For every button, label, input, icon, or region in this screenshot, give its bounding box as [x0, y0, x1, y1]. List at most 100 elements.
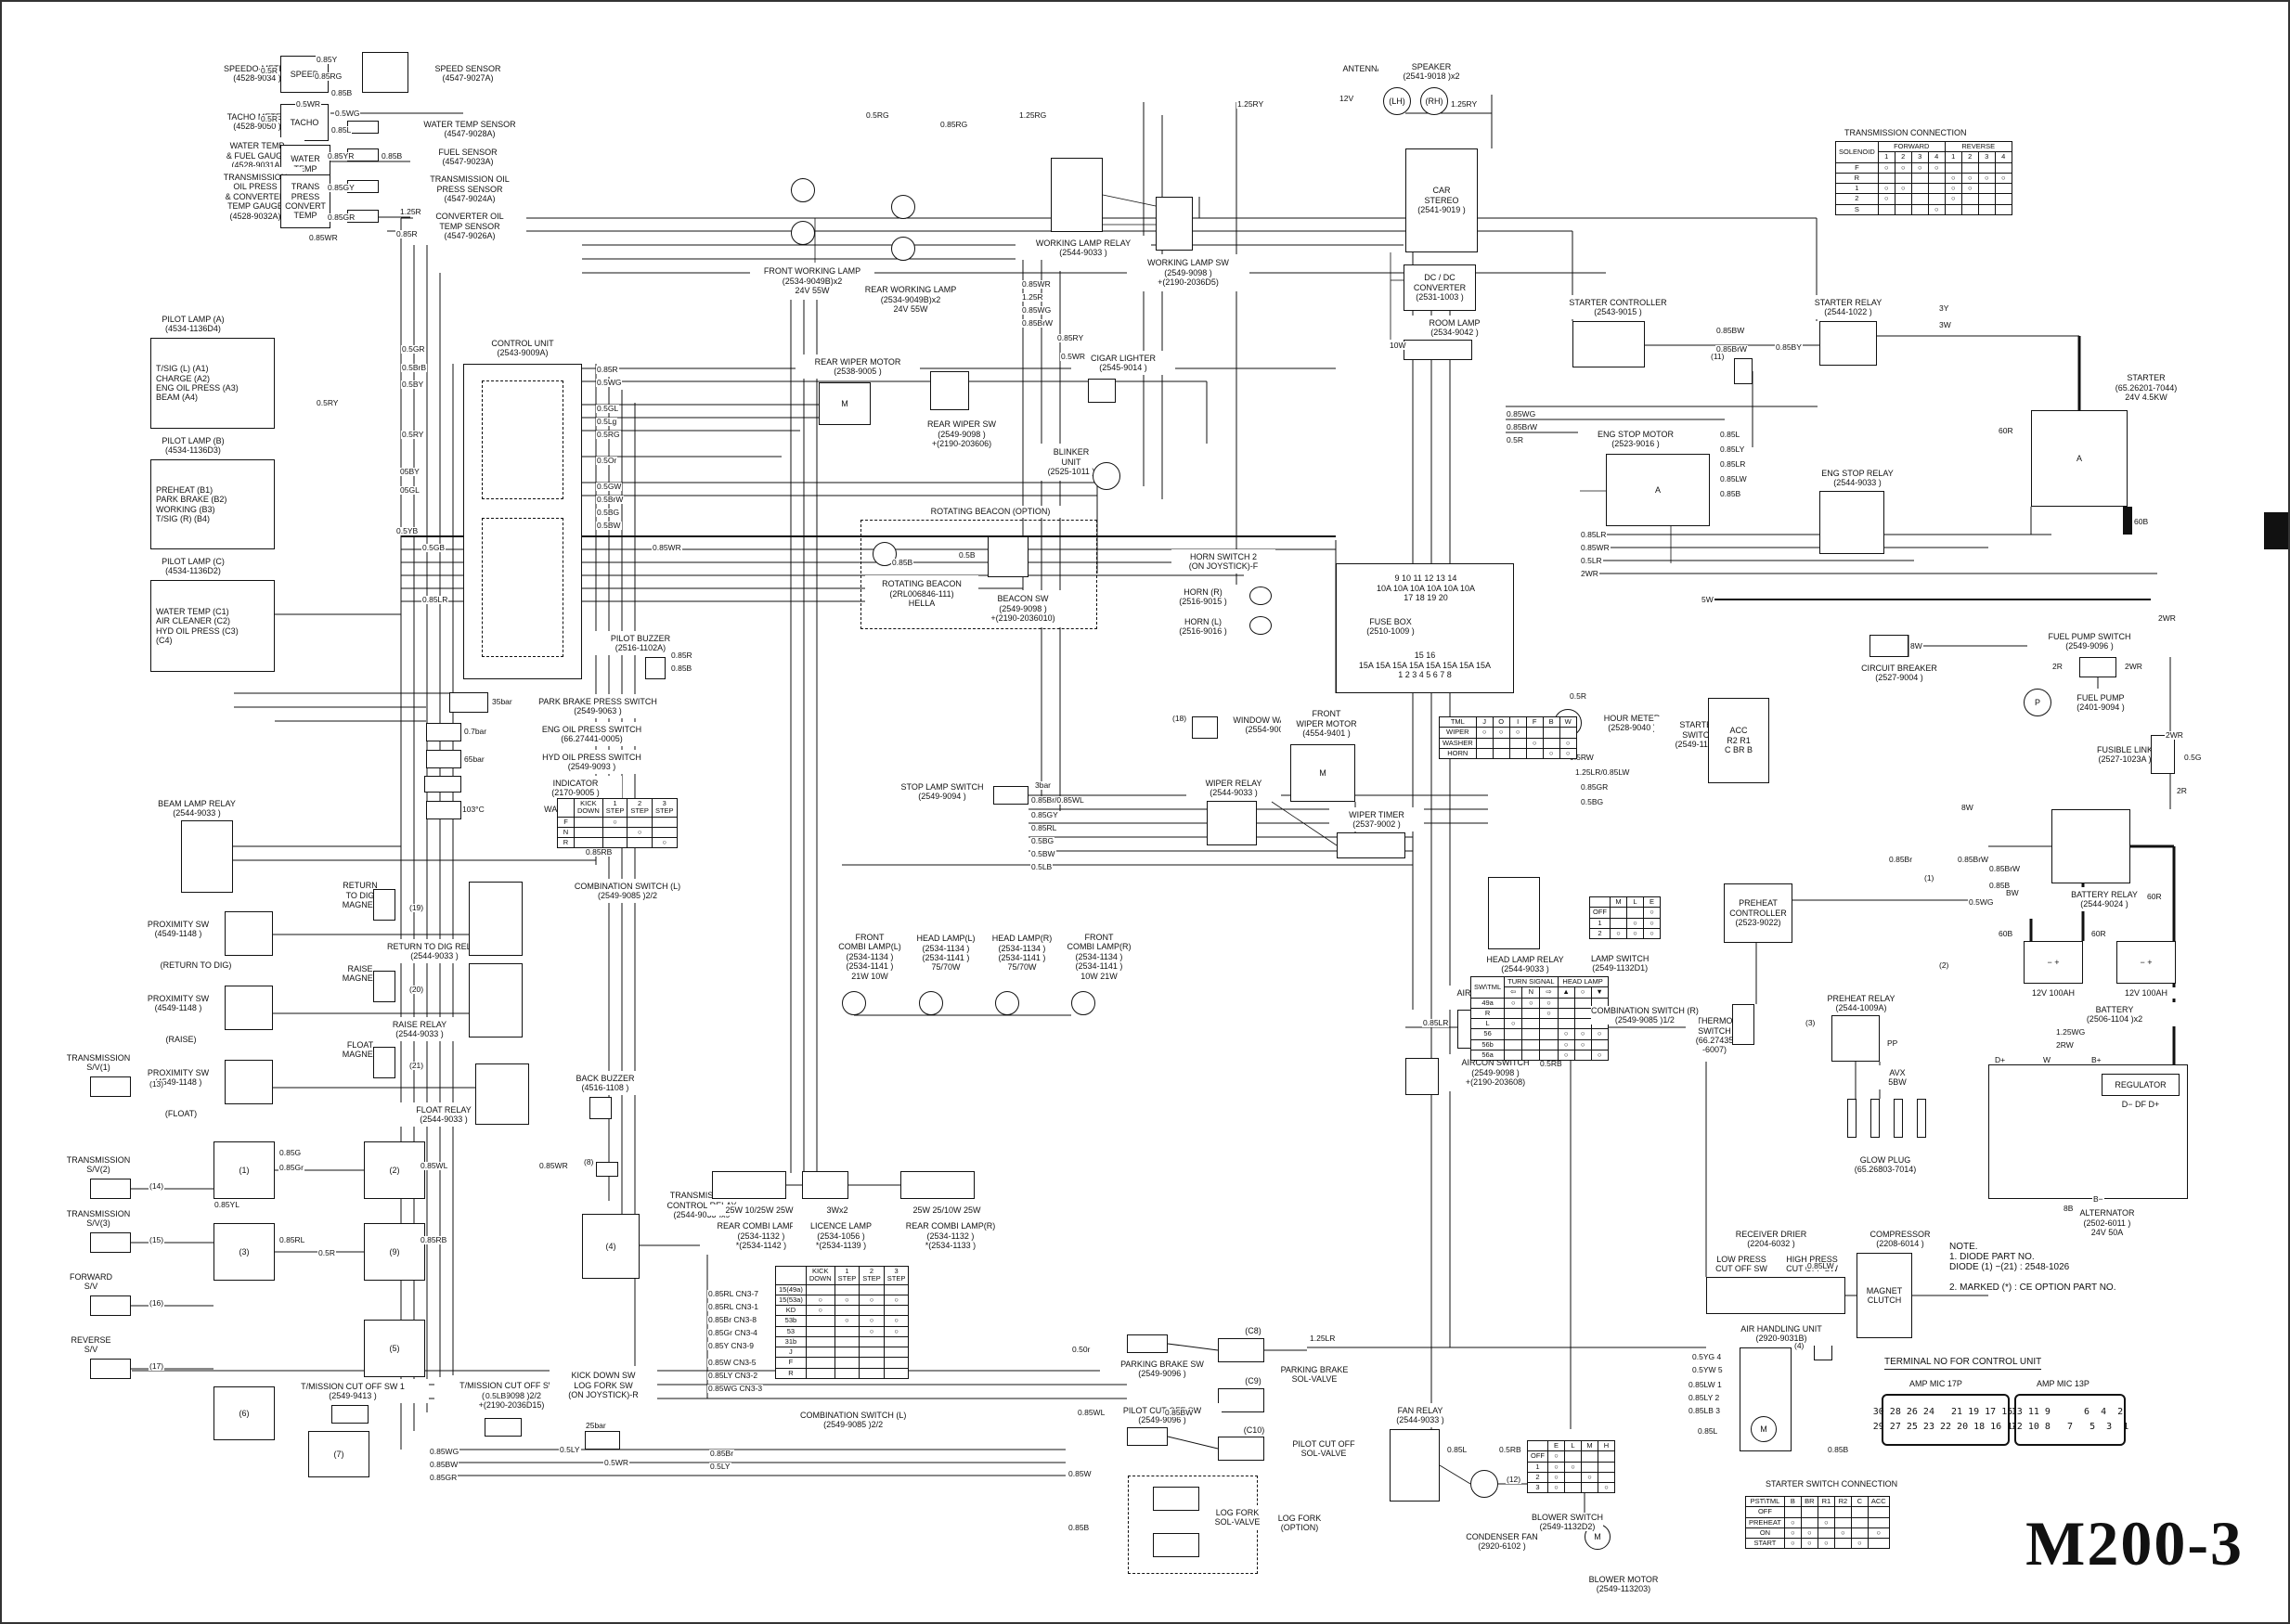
- terminal-no-heading: TERMINAL NO FOR CONTROL UNIT: [1884, 1357, 2042, 1370]
- wire-label: 0.85WR: [652, 543, 682, 552]
- blower-switch-table-title: BLOWER SWITCH (2549-1132D2): [1532, 1513, 1604, 1531]
- wire-label: 2WR: [2124, 662, 2143, 671]
- park-brake-press-switch: [449, 692, 488, 713]
- wire-label: 0.85BrW: [1715, 344, 1749, 354]
- horn-r: [1249, 586, 1272, 605]
- rotating-beacon-box: [860, 520, 1097, 629]
- rear-combi-lamp-r-watt: 25W 25/10W 25W: [895, 1205, 999, 1216]
- wire-label: D+: [1994, 1055, 2007, 1064]
- wire-label: 0.5LR: [1580, 556, 1603, 565]
- wire-label: (13): [149, 1079, 165, 1089]
- wire-label: 0.85GR: [327, 213, 356, 222]
- parking-brake-solv-2: [1218, 1388, 1264, 1412]
- wire-segment: [1167, 1436, 1219, 1450]
- wire-label: 0.85GR: [429, 1473, 459, 1482]
- wire-label: 5W: [1701, 595, 1714, 604]
- wire-label: 0.85WG: [1021, 305, 1053, 315]
- wire-label: 0.85WR: [308, 233, 339, 242]
- wire-label: 0.85WL: [1077, 1408, 1106, 1417]
- forward-sv-label: FORWARD S/V: [58, 1270, 124, 1294]
- wire-label: 0.85Br CN3-8: [707, 1315, 757, 1324]
- wire-label: (18): [1171, 714, 1188, 723]
- beacon-sw: [988, 536, 1029, 577]
- preheat-controller: PREHEAT CONTROLLER (2523-9022): [1724, 883, 1792, 943]
- condenser-fan: [1470, 1470, 1498, 1498]
- speaker-label: SPEAKER (2541-9018 )x2: [1378, 59, 1484, 84]
- rear-combi-lamp-r-label: REAR COMBI LAMP(R) (2534-1132 ) *(2534-1…: [889, 1218, 1012, 1255]
- fuel-pump-switch: [2079, 657, 2116, 677]
- starter: A: [2031, 410, 2128, 507]
- wire-label: 0.85BrW: [1957, 855, 1990, 864]
- eng-stop-motor-label: ENG STOP MOTOR (2523-9016 ): [1578, 427, 1693, 451]
- proximity-sw-1-tag: (RETURN TO DIG): [139, 960, 252, 971]
- battery-1: − +: [2024, 941, 2083, 984]
- reverse-sv-label: REVERSE S/V: [58, 1333, 124, 1357]
- wire-label: 1.25LR/0.85LW: [1574, 767, 1631, 777]
- wire-label: 0.5YW 5: [1691, 1365, 1724, 1374]
- wire-label: 0.85WL: [420, 1161, 449, 1170]
- battery-label: BATTERY (2506-1104 )x2: [2051, 1002, 2178, 1026]
- pilot-buzzer-label: PILOT BUZZER (2516-1102A): [592, 631, 689, 655]
- thermo-switch: [1732, 1004, 1754, 1045]
- combination-switch-r-table-title: COMBINATION SWITCH (R) (2549-9085 )1/2: [1591, 1006, 1699, 1025]
- rear-wiper-sw: [930, 371, 969, 410]
- wire-label: 0.85LR: [1719, 459, 1747, 469]
- wire-label: 65bar: [463, 754, 485, 764]
- wire-label: (2): [1938, 960, 1950, 970]
- wire-label: 0.5LB: [1030, 862, 1054, 871]
- wire-label: 0.85L: [1719, 430, 1741, 439]
- wire-label: 05BY: [399, 467, 420, 476]
- proximity-sw-3-tag: (FLOAT): [152, 1108, 210, 1119]
- wire-label: 103°C: [461, 805, 485, 814]
- comb-l2-label: COMBINATION SWITCH (L) (2549-9085 )2/2: [548, 879, 707, 903]
- kick-down-sw-label: KICK DOWN SW LOG FORK SW (ON JOYSTICK)-R: [550, 1366, 657, 1405]
- wire-label: 0.85WG: [429, 1447, 460, 1456]
- wire-label: 0.5WG: [1968, 897, 1995, 907]
- wire-label: 0.5WR: [1060, 352, 1086, 361]
- wire-label: 0.85LY: [1719, 445, 1746, 454]
- licence-lamp-label: LICENCE LAMP (2534-1056 ) *(2534-1139 ): [793, 1218, 889, 1255]
- wire-label: 2WR: [2165, 730, 2184, 740]
- water-temp-sensor-label: WATER TEMP SENSOR (4547-9028A): [408, 117, 531, 141]
- wire-label: (1): [1923, 873, 1935, 883]
- pilot-cutoff-sw-label: PILOT CUT OFF SW (2549-9096 ): [1103, 1403, 1222, 1427]
- wire-label: 0.5WG: [596, 378, 623, 387]
- wire-label: 0.85BrW: [1021, 318, 1054, 328]
- pilot-cutoff-sw: [1127, 1427, 1168, 1446]
- wire-label: 3Y: [1938, 303, 1950, 313]
- working-lamp-rl: [891, 237, 915, 261]
- rear-combi-lamp-l: [712, 1171, 786, 1199]
- parking-brake-solv-1: [1218, 1338, 1264, 1362]
- wire-label: (15): [149, 1235, 165, 1244]
- fuel-pump-label: FUEL PUMP (2401-9094 ): [2053, 690, 2148, 715]
- wire-label: PP: [1886, 1038, 1899, 1048]
- wire-label: (11): [1710, 352, 1726, 361]
- proximity-sw-1-label: PROXIMITY SW (4549-1148 ): [130, 917, 226, 941]
- speed-sensor-label: SPEED SENSOR (4547-9027A): [416, 61, 520, 85]
- wire-label: 0.85RL CN3-7: [707, 1289, 760, 1298]
- wiper-timer-label: WIPER TIMER (2537-9002 ): [1329, 807, 1424, 831]
- wire-label: 0.5YG 4: [1691, 1352, 1723, 1361]
- transmission-sv2-label: TRANSMISSION S/V(2): [56, 1153, 141, 1177]
- wire-label: 60R: [2090, 929, 2107, 938]
- wire-label: 0.85RL: [1030, 823, 1058, 832]
- glow-plug-r2: [1870, 1099, 1880, 1138]
- preheat-relay: [1831, 1015, 1880, 1062]
- horn-l: [1249, 616, 1272, 635]
- trans-relay-9: (9): [364, 1223, 425, 1281]
- wire-label: 2R: [2051, 662, 2064, 671]
- battery-2-watt: 12V 100AH: [2115, 987, 2178, 999]
- wire-label: 0.85Y CN3-9: [707, 1341, 755, 1350]
- wire-label: 0.7bar: [463, 727, 488, 736]
- wiper-relay: [1207, 801, 1257, 845]
- wire-label: 0.5LY: [709, 1462, 731, 1471]
- wire-label: (21): [408, 1061, 425, 1070]
- rotating-beacon-label: ROTATING BEACON (2RL006846-111) HELLA: [865, 575, 978, 612]
- reverse-sv: [90, 1359, 131, 1379]
